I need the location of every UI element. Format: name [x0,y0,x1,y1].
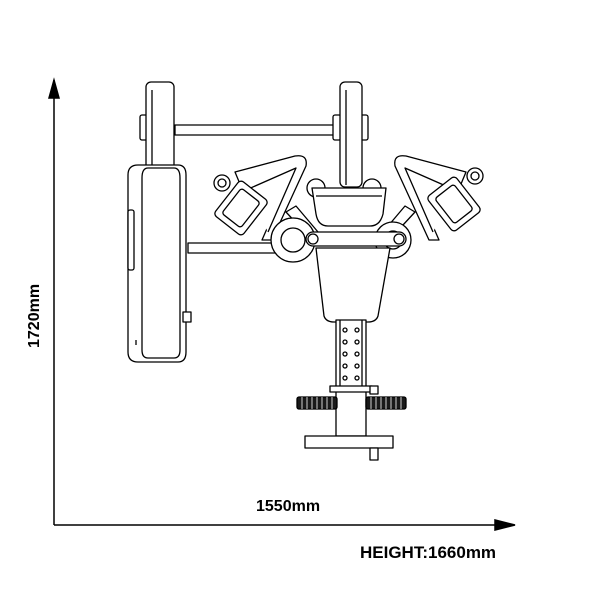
machine-outline [127,81,484,461]
dimension-axes [48,77,516,531]
back-pad [311,187,387,227]
weight-plate-stack [127,164,192,363]
seat-adjustment-rail [335,319,367,391]
left-arm-assembly [213,155,319,241]
horizontal-arrowhead [494,519,516,531]
right-arm-assembly [382,155,484,241]
base-foot [304,435,394,461]
height-dimension-label: HEIGHT:1660mm [360,543,497,562]
vertical-arrowhead [48,77,60,99]
seat-pad [315,247,391,323]
center-column [339,81,363,188]
foot-support [296,385,407,437]
lower-crossbar [187,242,279,254]
width-dimension-label: 1550mm [256,498,321,515]
pivot-linkage [305,231,407,247]
depth-dimension-label: 1720mm [26,283,43,348]
